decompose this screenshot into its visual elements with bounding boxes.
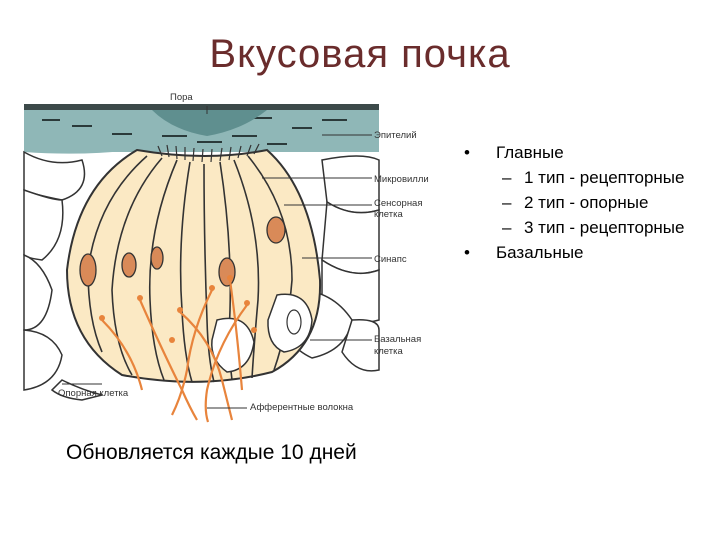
afferent-fibers [101, 279, 248, 423]
label-supporting-cell: Опорная клетка [58, 388, 129, 399]
label-afferent-fibers: Афферентные волокна [250, 402, 354, 413]
list-item-label: 3 тип - рецепторные [524, 218, 685, 237]
list-item-type-1: – 1 тип - рецепторные [462, 165, 712, 190]
synapse-dots [99, 275, 257, 343]
label-epithelium: Эпителий [374, 130, 417, 141]
epithelial-cells [23, 150, 380, 401]
list-item-label: 1 тип - рецепторные [524, 168, 685, 187]
label-leaders [62, 106, 372, 409]
renewal-caption: Обновляется каждые 10 дней [66, 441, 357, 464]
slide-title: Вкусовая почка [209, 32, 511, 76]
label-sensory-cell-2: клетка [374, 209, 403, 220]
list-item-label: Главные [496, 143, 564, 162]
bullet-marker: • [464, 143, 470, 162]
label-basal-cell: Базальная [374, 334, 421, 345]
taste-bud-diagram: Пора Эпителий Микровилли Сенсорная клетк… [23, 92, 429, 423]
dash-marker: – [502, 218, 512, 237]
label-sensory-cell: Сенсорная [374, 198, 423, 209]
list-item-label: Базальные [496, 243, 584, 262]
taste-bud-body [65, 143, 322, 383]
list-item-main: • Главные [462, 140, 712, 165]
dash-marker: – [502, 168, 512, 187]
label-synapse: Синапс [374, 254, 407, 265]
label-basal-cell-2: клетка [374, 346, 403, 357]
list-item-label: 2 тип - опорные [524, 193, 649, 212]
bullet-marker: • [464, 243, 470, 262]
dash-marker: – [502, 193, 512, 212]
list-item-basal: • Базальные [462, 240, 712, 265]
cell-types-list: • Главные – 1 тип - рецепторные – 2 тип … [462, 140, 712, 265]
label-microvilli: Микровилли [374, 174, 429, 185]
epithelium-surface [24, 104, 379, 154]
list-item-type-2: – 2 тип - опорные [462, 190, 712, 215]
list-item-type-3: – 3 тип - рецепторные [462, 215, 712, 240]
label-pore: Пора [170, 92, 193, 103]
